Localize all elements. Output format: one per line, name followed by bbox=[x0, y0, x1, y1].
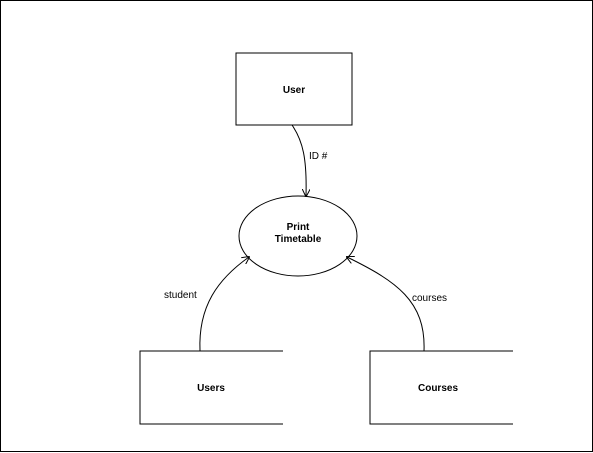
user-entity-box bbox=[235, 52, 353, 126]
courses-store-outline bbox=[369, 350, 513, 425]
flow-student-arrow[interactable] bbox=[199, 257, 249, 352]
users-store-label: Users bbox=[197, 383, 225, 394]
user-entity-label: User bbox=[283, 85, 305, 96]
flow-id-arrow[interactable] bbox=[291, 124, 306, 196]
flow-student-label: student bbox=[164, 290, 197, 301]
print-timetable-process[interactable]: Print Timetable bbox=[238, 195, 358, 277]
users-store-outline bbox=[139, 350, 283, 425]
users-datastore[interactable]: Users bbox=[139, 350, 283, 425]
courses-datastore[interactable]: Courses bbox=[369, 350, 513, 425]
courses-store-label: Courses bbox=[418, 383, 458, 394]
user-entity[interactable]: User bbox=[235, 52, 353, 126]
flow-courses-label: courses bbox=[412, 293, 447, 304]
process-label-line2: Timetable bbox=[275, 234, 322, 245]
process-label-line1: Print bbox=[287, 222, 310, 233]
process-ellipse bbox=[238, 195, 358, 277]
flow-courses-arrow[interactable] bbox=[347, 257, 425, 352]
flow-id-label: ID # bbox=[309, 151, 328, 162]
